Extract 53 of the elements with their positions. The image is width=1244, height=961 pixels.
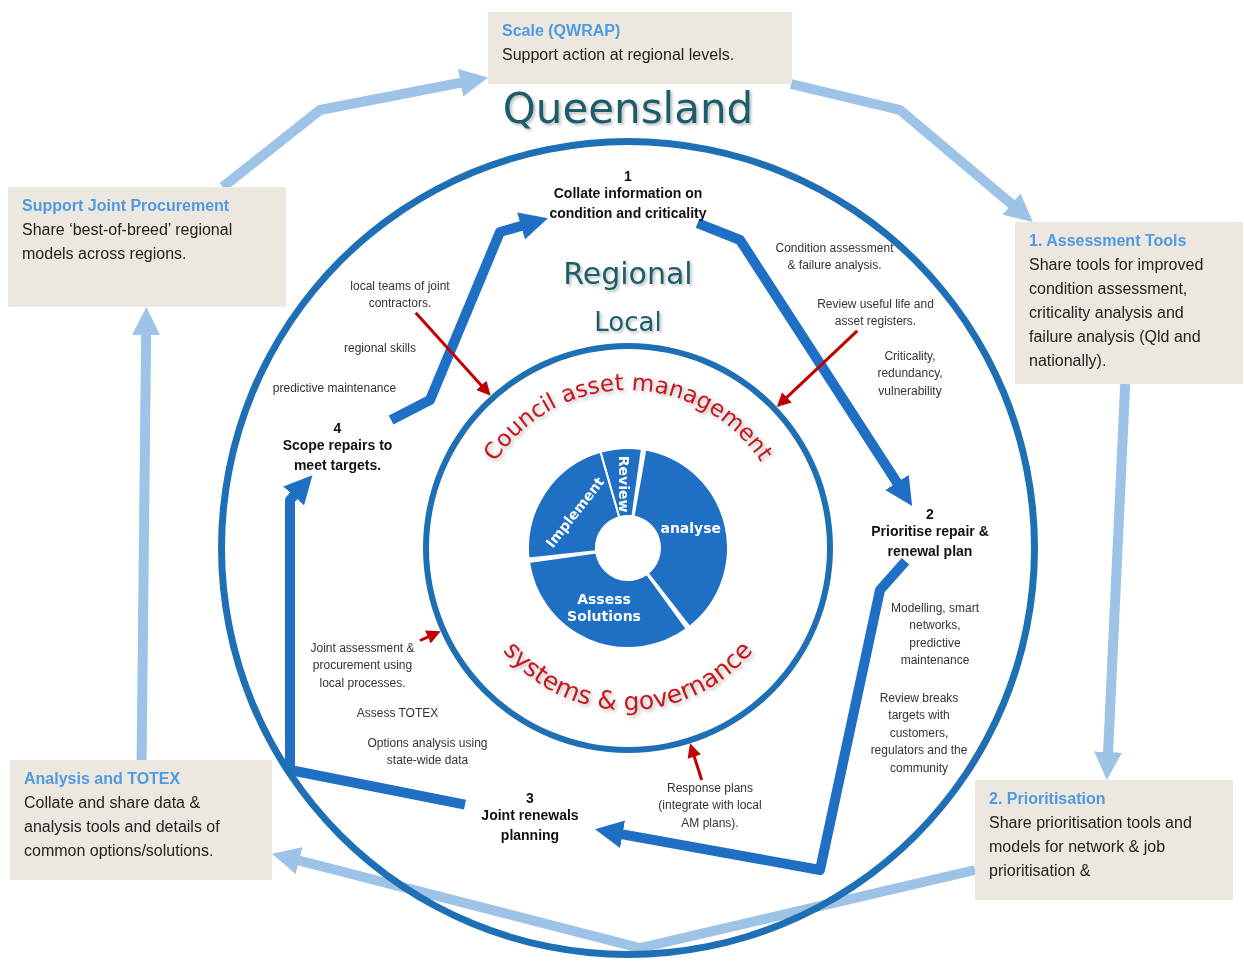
block-arrow bbox=[595, 557, 910, 875]
annotation-text: Condition assessment & failure analysis. bbox=[774, 240, 895, 275]
annotation-text: Modelling, smart networks, predictive maintenance bbox=[890, 600, 980, 670]
block-arrow bbox=[388, 212, 548, 425]
segment-label: Review bbox=[615, 455, 632, 513]
step-title: Collate information on condition and criticality bbox=[548, 184, 708, 223]
arrow bbox=[776, 329, 859, 407]
arrow bbox=[419, 630, 441, 644]
step-title: Prioritise repair & renewal plan bbox=[870, 522, 990, 561]
panel-heading: Support Joint Procurement bbox=[22, 197, 231, 215]
panel-heading: 2. Prioritisation bbox=[989, 790, 1107, 808]
circle-heading: Local bbox=[594, 307, 662, 337]
annotation-text: Options analysis using state-wide data bbox=[366, 735, 489, 770]
panel-text: Share tools for improved condition assessment, criticality analysis and failure analysis (Qld and nationally). bbox=[1029, 255, 1205, 371]
step-number: 1 bbox=[623, 168, 633, 184]
panel-text: Share ‘best-of-breed’ regional models across regions. bbox=[22, 220, 234, 264]
panel-heading: Analysis and TOTEX bbox=[24, 770, 182, 788]
panel-heading: 1. Assessment Tools bbox=[1029, 232, 1188, 250]
info-panel bbox=[1015, 222, 1243, 384]
block-arrow bbox=[1094, 383, 1131, 780]
circle-heading: Regional bbox=[563, 256, 693, 291]
block-arrow bbox=[283, 475, 466, 810]
annotation-text: Assess TOTEX bbox=[355, 705, 440, 722]
arrow bbox=[687, 743, 704, 781]
annotation-text: local teams of joint contractors. bbox=[335, 278, 465, 313]
segment-label: Assess Solutions bbox=[567, 590, 641, 624]
annotation-text: Review useful life and asset registers. bbox=[808, 296, 943, 331]
info-panel bbox=[8, 187, 286, 307]
info-panel bbox=[975, 780, 1233, 900]
block-arrow bbox=[272, 847, 977, 953]
step-title: Scope repairs to meet targets. bbox=[281, 436, 394, 475]
panel-text: Share prioritisation tools and models for network & job prioritisation & bbox=[989, 813, 1193, 881]
block-arrow bbox=[789, 79, 1033, 223]
annotation-text: Response plans (integrate with local AM plans). bbox=[650, 780, 770, 833]
arrow bbox=[414, 311, 491, 396]
block-arrow bbox=[695, 218, 913, 506]
block-arrow bbox=[132, 307, 161, 761]
segment-label: analyse bbox=[660, 519, 722, 536]
annotation-text: Joint assessment & procurement using local processes. bbox=[305, 640, 420, 693]
info-panel bbox=[10, 760, 272, 880]
step-number: 3 bbox=[525, 790, 535, 806]
annotation-text: Review breaks targets with customers, regulators and the community bbox=[869, 690, 969, 777]
info-panel bbox=[488, 12, 792, 84]
panel-heading: Scale (QWRAP) bbox=[502, 22, 622, 40]
panel-text: Support action at regional levels. bbox=[502, 45, 736, 65]
step-number: 4 bbox=[332, 420, 343, 436]
circle-heading: Queensland bbox=[502, 84, 754, 133]
annotation-text: predictive maintenance bbox=[271, 380, 398, 397]
annotation-text: Criticality, redundancy, vulnerability bbox=[876, 348, 944, 400]
annotation-text: regional skills bbox=[343, 340, 417, 357]
step-number: 2 bbox=[925, 506, 935, 522]
step-title: Joint renewals planning bbox=[480, 806, 580, 845]
panel-text: Collate and share data & analysis tools and details of common options/solutions. bbox=[24, 793, 221, 861]
